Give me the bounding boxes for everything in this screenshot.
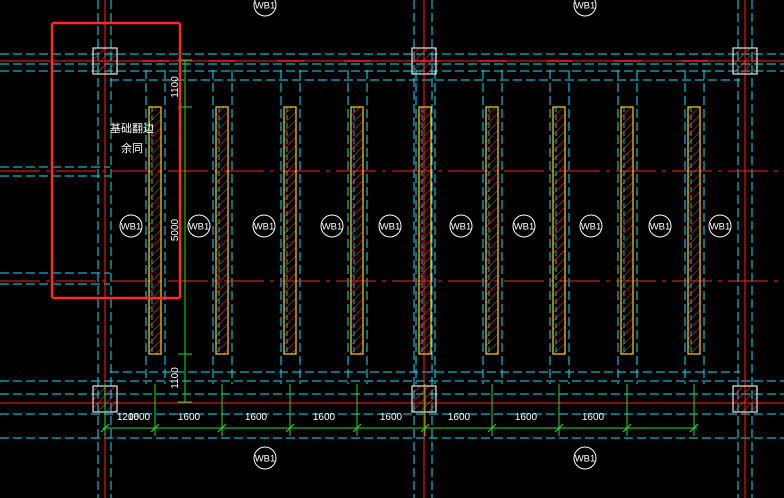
slab-label-text-5: WB1	[451, 222, 472, 233]
dim-arrow-h-1	[150, 423, 160, 433]
annotation-line-2: 余同	[121, 141, 143, 155]
dim-vertical-middle: 5000	[170, 218, 181, 241]
slab-label-text-6: WB1	[514, 222, 535, 233]
beam-0	[148, 106, 162, 355]
column-2	[732, 47, 758, 75]
slab-label-circle-3	[320, 214, 344, 238]
beam-7	[620, 106, 634, 355]
dim-arrow-h-9	[689, 423, 699, 433]
slab-label-text-11: WB1	[575, 1, 596, 12]
dim-text-h-6: 1600	[448, 412, 471, 423]
beam-3	[350, 106, 364, 355]
slab-label-text-1: WB1	[189, 222, 210, 233]
slab-label-circle-1	[187, 214, 211, 238]
dim-text-h-5: 1600	[380, 412, 403, 423]
slab-label-text-12: WB1	[255, 454, 276, 465]
highlight-box[interactable]	[50, 21, 182, 300]
beam-4	[418, 106, 432, 355]
slab-label-circle-10	[253, 0, 277, 17]
slab-label-text-10: WB1	[255, 1, 276, 12]
beam-2	[283, 106, 297, 355]
dim-arrow-h-3	[285, 423, 295, 433]
dim-arrow-h-4	[352, 423, 362, 433]
column-blocks	[92, 47, 758, 413]
foundation-beams	[148, 106, 701, 355]
slab-label-text-2: WB1	[254, 222, 275, 233]
slab-label-text-13: WB1	[575, 454, 596, 465]
slab-label-circle-8	[648, 214, 672, 238]
slab-label-text-4: WB1	[380, 222, 401, 233]
dim-vertical-top: 1100	[170, 76, 181, 98]
beam-1	[215, 106, 229, 355]
dim-vertical-bottom: 1100	[170, 367, 181, 389]
dim-arrow-h-6	[487, 423, 497, 433]
slab-label-circle-11	[573, 0, 597, 17]
slab-label-circle-4	[378, 214, 402, 238]
annotation-line-1: 基础翻边	[110, 121, 154, 135]
slab-label-text-8: WB1	[650, 222, 671, 233]
dim-text-h-0: 1200	[117, 412, 140, 423]
slab-label-text-3: WB1	[322, 222, 343, 233]
slab-label-circle-12	[253, 446, 277, 470]
slab-label-circle-2	[252, 214, 276, 238]
dim-text-h-3: 1600	[245, 412, 268, 423]
slab-label-circle-6	[512, 214, 536, 238]
slab-label-circle-7	[579, 214, 603, 238]
column-4	[411, 385, 437, 413]
column-1	[411, 47, 437, 75]
dim-arrow-h-2	[217, 423, 227, 433]
slab-label-text-7: WB1	[581, 222, 602, 233]
beam-8	[687, 106, 701, 355]
column-0	[92, 47, 118, 75]
slab-label-circle-9	[708, 214, 732, 238]
dim-text-h-4: 1600	[313, 412, 336, 423]
dim-arrow-h-7	[554, 423, 564, 433]
slab-label-text-9: WB1	[710, 222, 731, 233]
dim-text-h-2: 1600	[178, 412, 201, 423]
dim-text-h-8: 1600	[582, 412, 605, 423]
dim-text-h-7: 1600	[515, 412, 538, 423]
column-5	[732, 385, 758, 413]
slab-label-circle-13	[573, 446, 597, 470]
dim-arrow-h-8	[622, 423, 632, 433]
beam-6	[552, 106, 566, 355]
dim-arrow-h-0	[100, 423, 110, 433]
slab-label-circle-5	[449, 214, 473, 238]
slab-label-circle-0	[119, 214, 143, 238]
dim-arrow-h-5	[420, 423, 430, 433]
beam-5	[485, 106, 499, 355]
dim-text-h-1: 1600	[128, 412, 151, 423]
slab-label-text-0: WB1	[121, 222, 142, 233]
